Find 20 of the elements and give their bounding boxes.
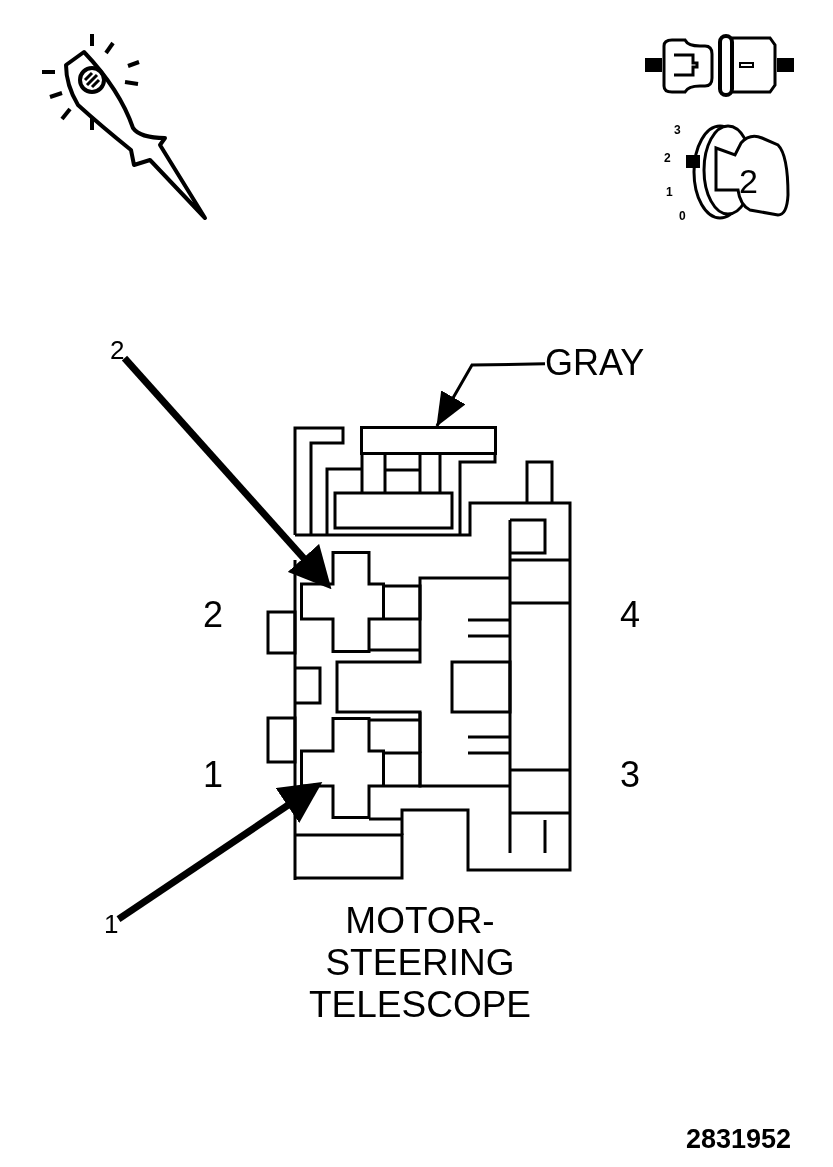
- arrow: [116, 782, 323, 922]
- key-position-number: 2: [739, 164, 758, 198]
- wire-color-label: GRAY: [545, 345, 645, 381]
- cavity-number: 4: [620, 597, 641, 633]
- cavity-number: 1: [203, 757, 224, 793]
- arrow: [121, 355, 332, 590]
- figure-number: 2831952: [686, 1126, 792, 1153]
- terminal-cavity: [300, 551, 385, 653]
- cavity-number: 3: [620, 757, 641, 793]
- position-number: 0: [679, 210, 686, 222]
- position-number: 2: [664, 152, 671, 164]
- terminal-cavity: [300, 717, 385, 819]
- callout-number: 1: [104, 911, 119, 937]
- cavity-number: 2: [203, 597, 224, 633]
- position-number: 1: [666, 186, 673, 198]
- position-number: 3: [674, 124, 681, 136]
- callout-number: 2: [110, 337, 125, 363]
- arrow: [435, 362, 546, 427]
- connector-latch: [360, 426, 497, 455]
- caption: MOTOR- STEERING TELESCOPE: [307, 900, 533, 1026]
